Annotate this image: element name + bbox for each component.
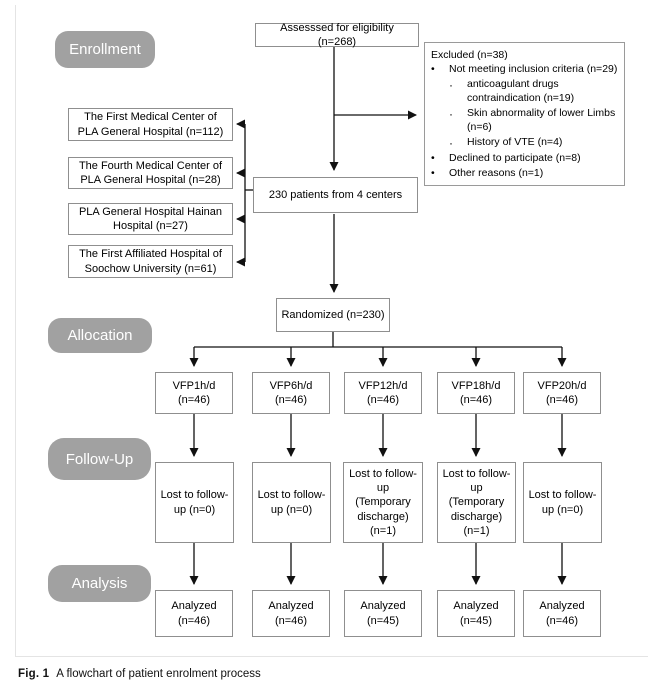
bracket-centers [236,119,253,267]
box-arm-vfp1: VFP1h/d (n=46) [155,372,233,414]
caption-text: A flowchart of patient enrolment process [56,668,261,680]
box-followup-1: Lost to follow-up (n=0) [155,462,234,543]
box-randomized: Randomized (n=230) [276,298,390,332]
caption-label: Fig. 1 [18,668,50,680]
excluded-subitem: · anticoagulant drugs contraindication (… [449,77,575,105]
sub-bullet-icon: · [449,77,453,92]
arrows-followup-to-analyzed [189,543,567,585]
figure-caption: Fig. 1 A flowchart of patient enrolment p… [18,668,261,680]
bullet-icon: • [431,152,435,165]
box-center-1: The First Medical Center of PLA General … [68,108,233,141]
excluded-item: • Not meeting inclusion criteria (n=29) [431,63,618,76]
stage-label-analysis: Analysis [48,565,151,602]
stage-label-allocation: Allocation [48,318,152,353]
excluded-subitem: · History of VTE (n=4) [449,135,563,150]
sub-bullet-icon: · [449,135,453,150]
box-analyzed-5: Analyzed (n=46) [523,590,601,637]
box-center-3: PLA General Hospital Hainan Hospital (n=… [68,203,233,235]
excluded-title: Excluded (n=38) [431,49,508,61]
excluded-item: • Declined to participate (n=8) [431,152,581,165]
stage-label-followup: Follow-Up [48,438,151,480]
sub-bullet-icon: · [449,106,453,121]
box-center-2: The Fourth Medical Center of PLA General… [68,157,233,189]
allocation-split [189,332,567,367]
box-arm-vfp20: VFP20h/d (n=46) [523,372,601,414]
excluded-subitem: · Skin abnormality of lower Limbs (n=6) [449,106,616,134]
box-analyzed-2: Analyzed (n=46) [252,590,330,637]
box-followup-4: Lost to follow-up (Temporary discharge) … [437,462,516,543]
box-assessed-eligibility: Assesssed for eligibility (n=268) [255,22,419,48]
bullet-icon: • [431,63,435,76]
bullet-icon: • [431,166,435,179]
box-followup-2: Lost to follow-up (n=0) [252,462,331,543]
box-analyzed-3: Analyzed (n=45) [344,590,422,637]
box-analyzed-4: Analyzed (n=45) [437,590,515,637]
box-patients: 230 patients from 4 centers [253,177,418,213]
box-followup-3: Lost to follow-up (Temporary discharge) … [343,462,423,543]
excluded-item: • Other reasons (n=1) [431,166,544,179]
stage-label-enrollment: Enrollment [55,31,155,68]
box-center-4: The First Affiliated Hospital of Soochow… [68,245,233,278]
box-arm-vfp18: VFP18h/d (n=46) [437,372,515,414]
figure-left-border [15,5,16,656]
figure-bottom-border [15,656,648,657]
box-analyzed-1: Analyzed (n=46) [155,590,233,637]
arrows-arm-to-followup [189,414,567,457]
box-followup-5: Lost to follow-up (n=0) [523,462,602,543]
box-arm-vfp12: VFP12h/d (n=46) [344,372,422,414]
box-excluded: Excluded (n=38) • Not meeting inclusion … [424,42,625,186]
box-arm-vfp6: VFP6h/d (n=46) [252,372,330,414]
